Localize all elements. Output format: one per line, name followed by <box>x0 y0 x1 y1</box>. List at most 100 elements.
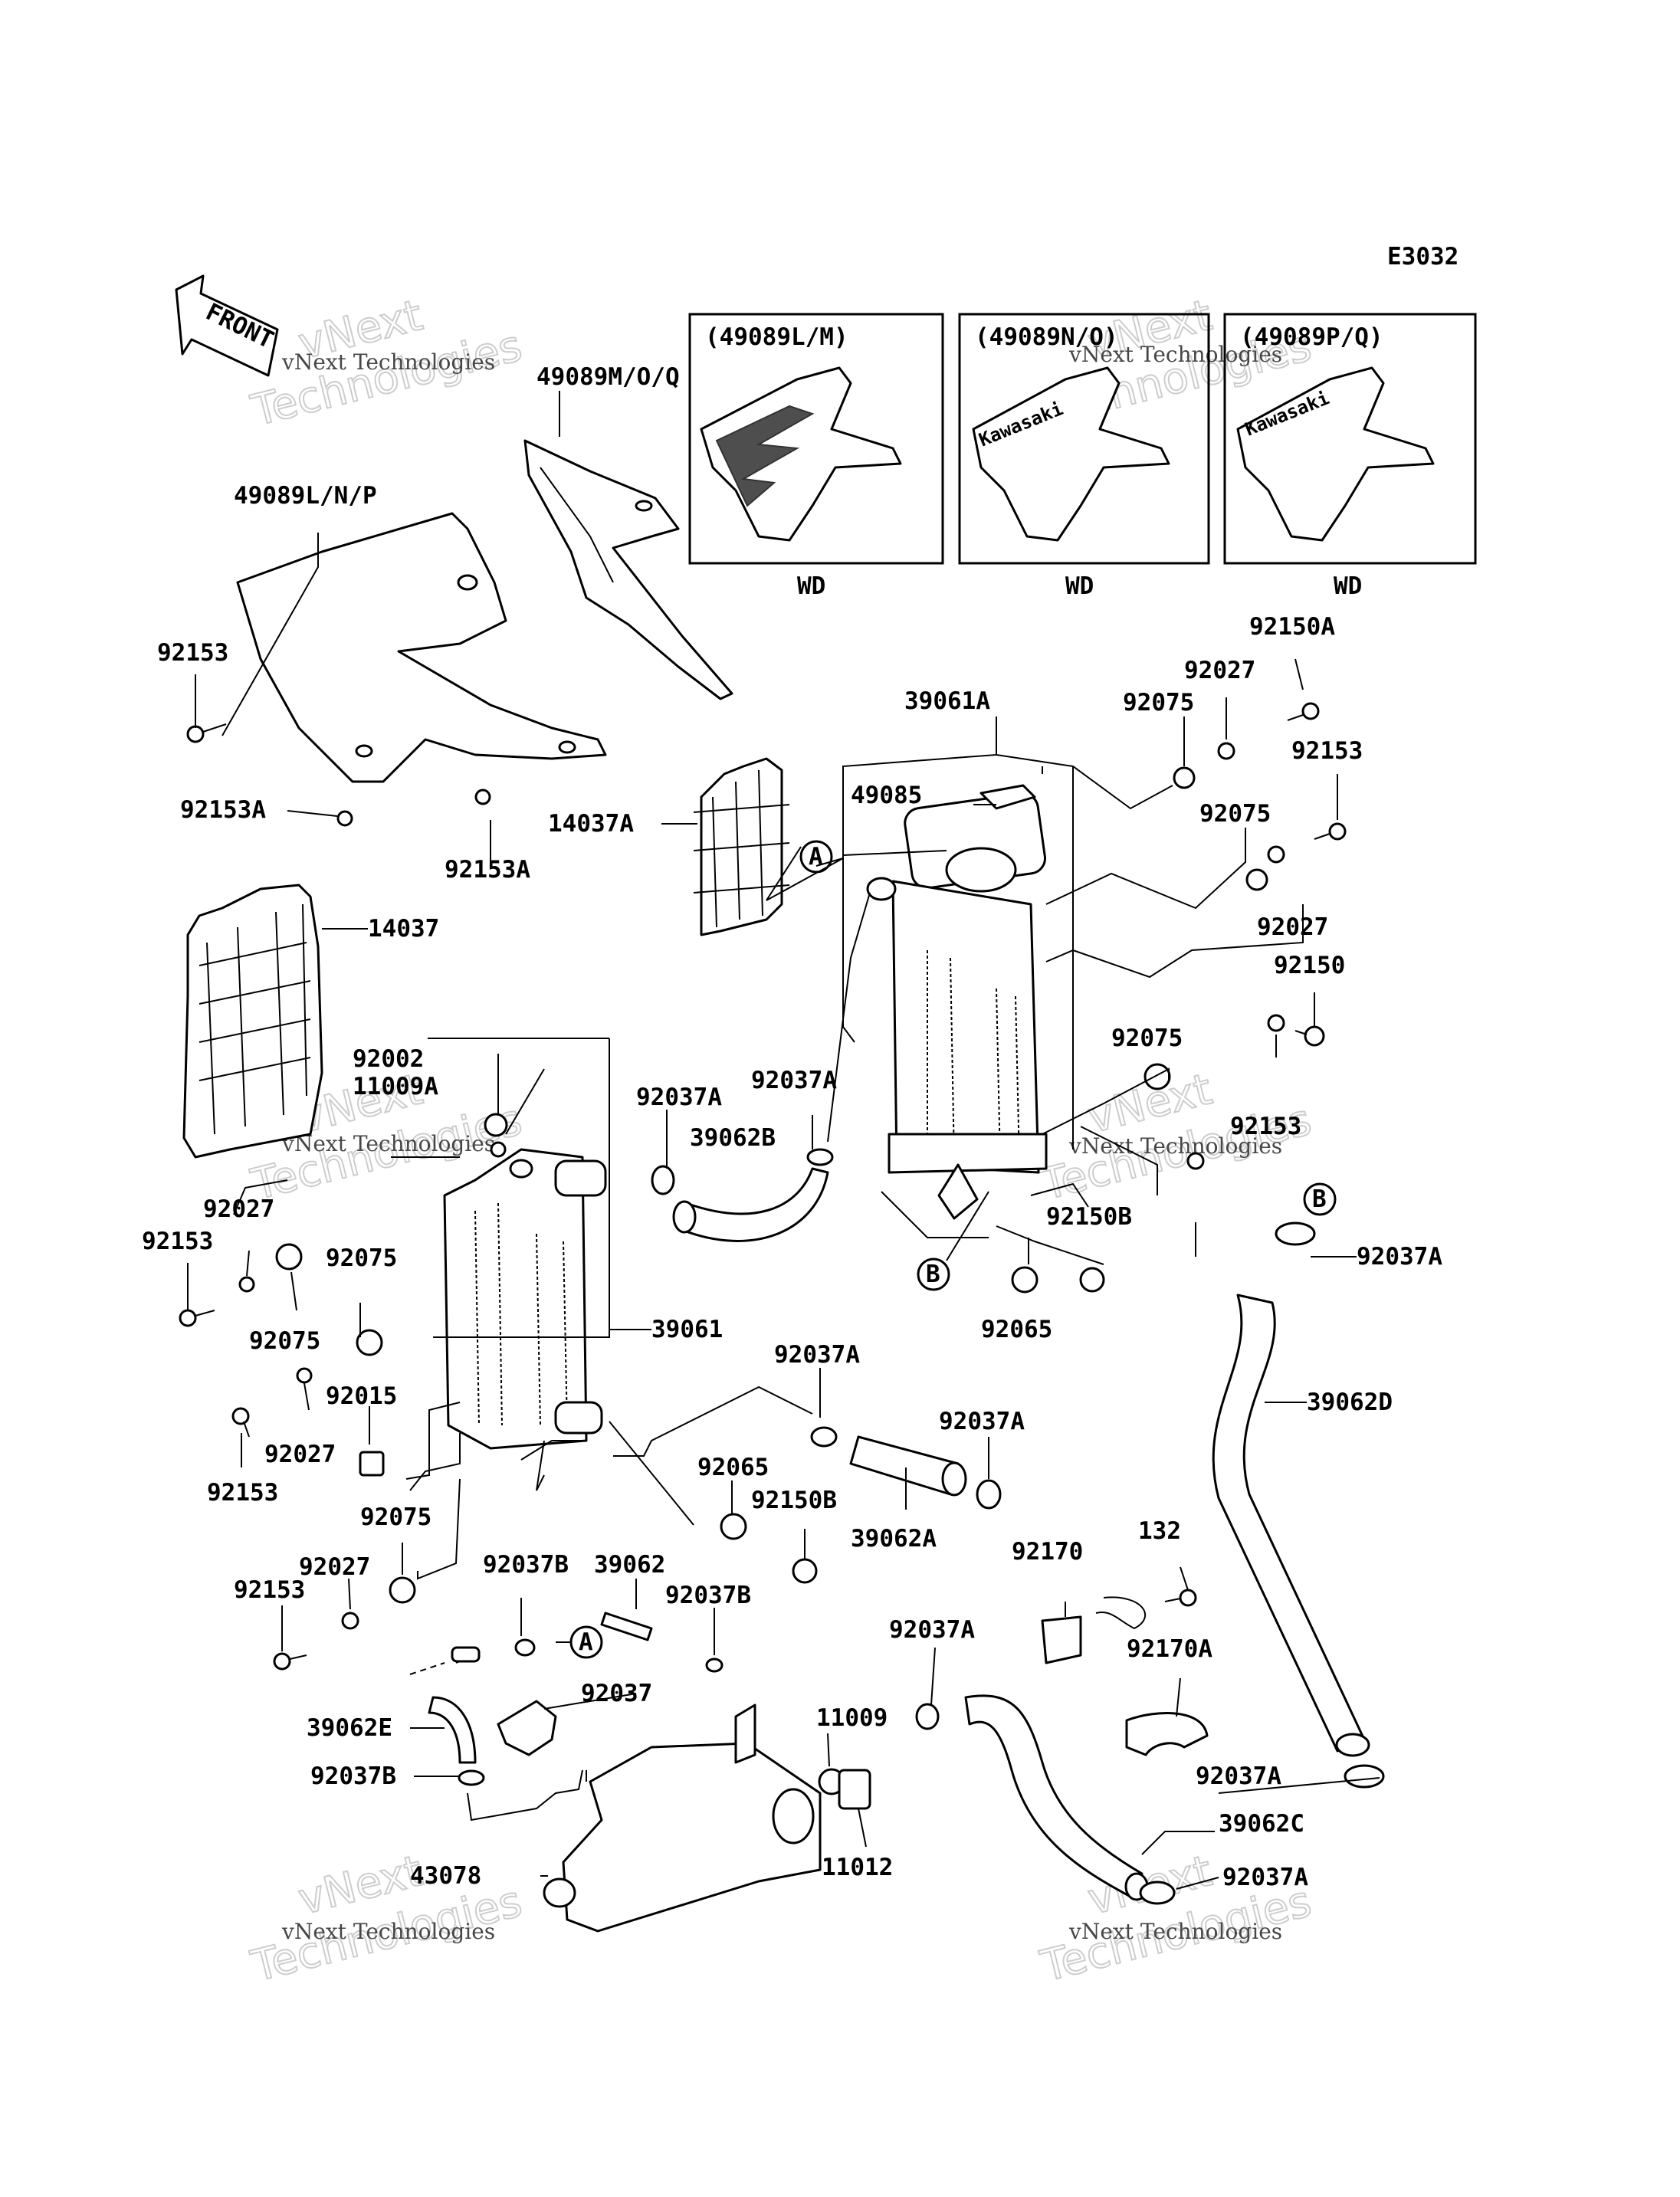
part-label: 92075 <box>360 1503 431 1531</box>
part-label: 92153 <box>157 639 228 667</box>
part-label: 132 <box>1138 1517 1181 1545</box>
part-label: 92075 <box>249 1327 320 1355</box>
leader-lines <box>187 391 1380 1890</box>
part-labels: 49089M/O/Q 49089L/N/P 92153 92153A 92153… <box>142 363 1442 1891</box>
part-label: 39062 <box>594 1551 665 1579</box>
part-label: 11009A <box>353 1073 438 1100</box>
part-label: 49089L/N/P <box>234 482 377 510</box>
part-label: 92037B <box>665 1582 751 1609</box>
part-label: 92153 <box>234 1576 305 1604</box>
inset-caption: WD <box>1334 572 1362 600</box>
part-label: 39062E <box>307 1714 392 1742</box>
radiator-left <box>443 1148 607 1450</box>
part-label: 92075 <box>1111 1025 1183 1052</box>
part-label: 92150B <box>1046 1203 1132 1231</box>
part-label: 92027 <box>1257 913 1328 941</box>
part-label: 49085 <box>851 782 922 809</box>
part-label: 92015 <box>326 1382 397 1410</box>
radiator-right <box>866 792 1048 1220</box>
part-label: 92037A <box>889 1616 975 1644</box>
watermark: vNext Technologies vNext Technologies <box>245 1845 527 1992</box>
part-label: 92170 <box>1012 1538 1083 1566</box>
part-label: 92027 <box>264 1441 336 1468</box>
part-label: 92065 <box>697 1454 769 1481</box>
diagram-code: E3032 <box>1387 243 1459 271</box>
callout-letter: B <box>1312 1185 1327 1213</box>
part-label: 39062B <box>690 1124 776 1152</box>
callout-B: B <box>917 1258 950 1291</box>
bracket-icon <box>497 784 1209 1756</box>
inset-caption: WD <box>1065 572 1094 600</box>
part-label: 92037A <box>1222 1864 1308 1891</box>
part-label: 92075 <box>326 1244 397 1272</box>
part-label: 92065 <box>981 1316 1052 1343</box>
part-label: 39061 <box>651 1316 723 1343</box>
part-label: 92150 <box>1274 952 1345 979</box>
part-label: 14037 <box>368 915 439 943</box>
front-arrow-icon: FRONT <box>175 274 279 377</box>
part-label: 39061A <box>904 687 990 715</box>
part-label: 92150A <box>1249 613 1335 641</box>
part-label: 92075 <box>1199 800 1271 828</box>
part-label: 43078 <box>410 1862 481 1890</box>
part-label: 92153A <box>445 856 530 884</box>
hose-39062D <box>1212 1294 1370 1757</box>
part-label: 92037A <box>751 1067 837 1094</box>
part-label: 92027 <box>1184 657 1255 684</box>
part-label: 92037A <box>636 1084 722 1111</box>
watermark: vNext Technologies vNext Technologies vN… <box>245 290 527 437</box>
watermark-text: vNext Technologies <box>281 1919 495 1944</box>
hose-39062C <box>964 1694 1149 1901</box>
hose-39062A <box>849 1435 967 1497</box>
callout-letter: A <box>809 843 823 871</box>
part-label: 92037B <box>483 1551 569 1579</box>
part-label: 92037 <box>581 1680 652 1707</box>
part-label: 14037A <box>548 810 634 838</box>
part-label: 92037A <box>1196 1763 1281 1790</box>
part-label: 92037B <box>310 1763 396 1790</box>
part-label: 11012 <box>822 1854 893 1881</box>
inset-caption: WD <box>797 572 825 600</box>
hose-39062E <box>409 1646 481 1764</box>
part-label: 49089M/O/Q <box>536 363 680 391</box>
part-label: 39062C <box>1219 1810 1304 1838</box>
watermark-text: vNext Technologies <box>281 349 495 375</box>
watermark-text: vNext Technologies <box>1068 1919 1282 1944</box>
part-label: 92153 <box>207 1479 278 1507</box>
part-label: 92037A <box>1357 1243 1442 1271</box>
hose-39062 <box>600 1612 653 1641</box>
radiator-guard-right <box>693 757 790 936</box>
part-label: 11009 <box>816 1704 888 1732</box>
part-label: 39062A <box>851 1525 937 1553</box>
inset-49089NO: (49089N/O) Kawasaki WD <box>958 313 1210 600</box>
shroud-left <box>236 512 607 783</box>
part-label: 92153A <box>180 796 266 824</box>
inset-49089LM: (49089L/M) WD <box>688 313 944 600</box>
part-label: 92075 <box>1123 689 1194 716</box>
hose-39062B <box>672 1167 829 1242</box>
reservoir-tank <box>543 1703 822 1933</box>
callout-A: A <box>569 1625 603 1659</box>
shroud-right <box>523 439 733 700</box>
callout-B: B <box>1303 1182 1337 1216</box>
part-label: 92002 <box>353 1045 424 1073</box>
bolt-icon <box>179 702 1347 1810</box>
part-label: 39062D <box>1307 1389 1393 1416</box>
part-label: 92153 <box>1230 1113 1301 1140</box>
part-label: 92027 <box>203 1195 274 1223</box>
part-label: 92153 <box>142 1228 213 1255</box>
part-label: 92150B <box>751 1487 837 1514</box>
radiator-guard-left <box>182 884 323 1159</box>
inset-title: (49089L/M) <box>705 323 848 351</box>
callout-letter: A <box>579 1628 593 1656</box>
callout-A: A <box>799 840 833 874</box>
part-label: 92027 <box>299 1553 370 1581</box>
callout-letter: B <box>926 1261 940 1288</box>
inset-title: (49089P/Q) <box>1240 323 1383 351</box>
hose-clamp-icon <box>458 1148 1385 1905</box>
part-label: 92037A <box>939 1408 1025 1435</box>
watermark-text: vNext Technologies <box>281 1131 495 1156</box>
part-label: 92153 <box>1291 737 1363 765</box>
part-label: 92170A <box>1127 1635 1212 1663</box>
